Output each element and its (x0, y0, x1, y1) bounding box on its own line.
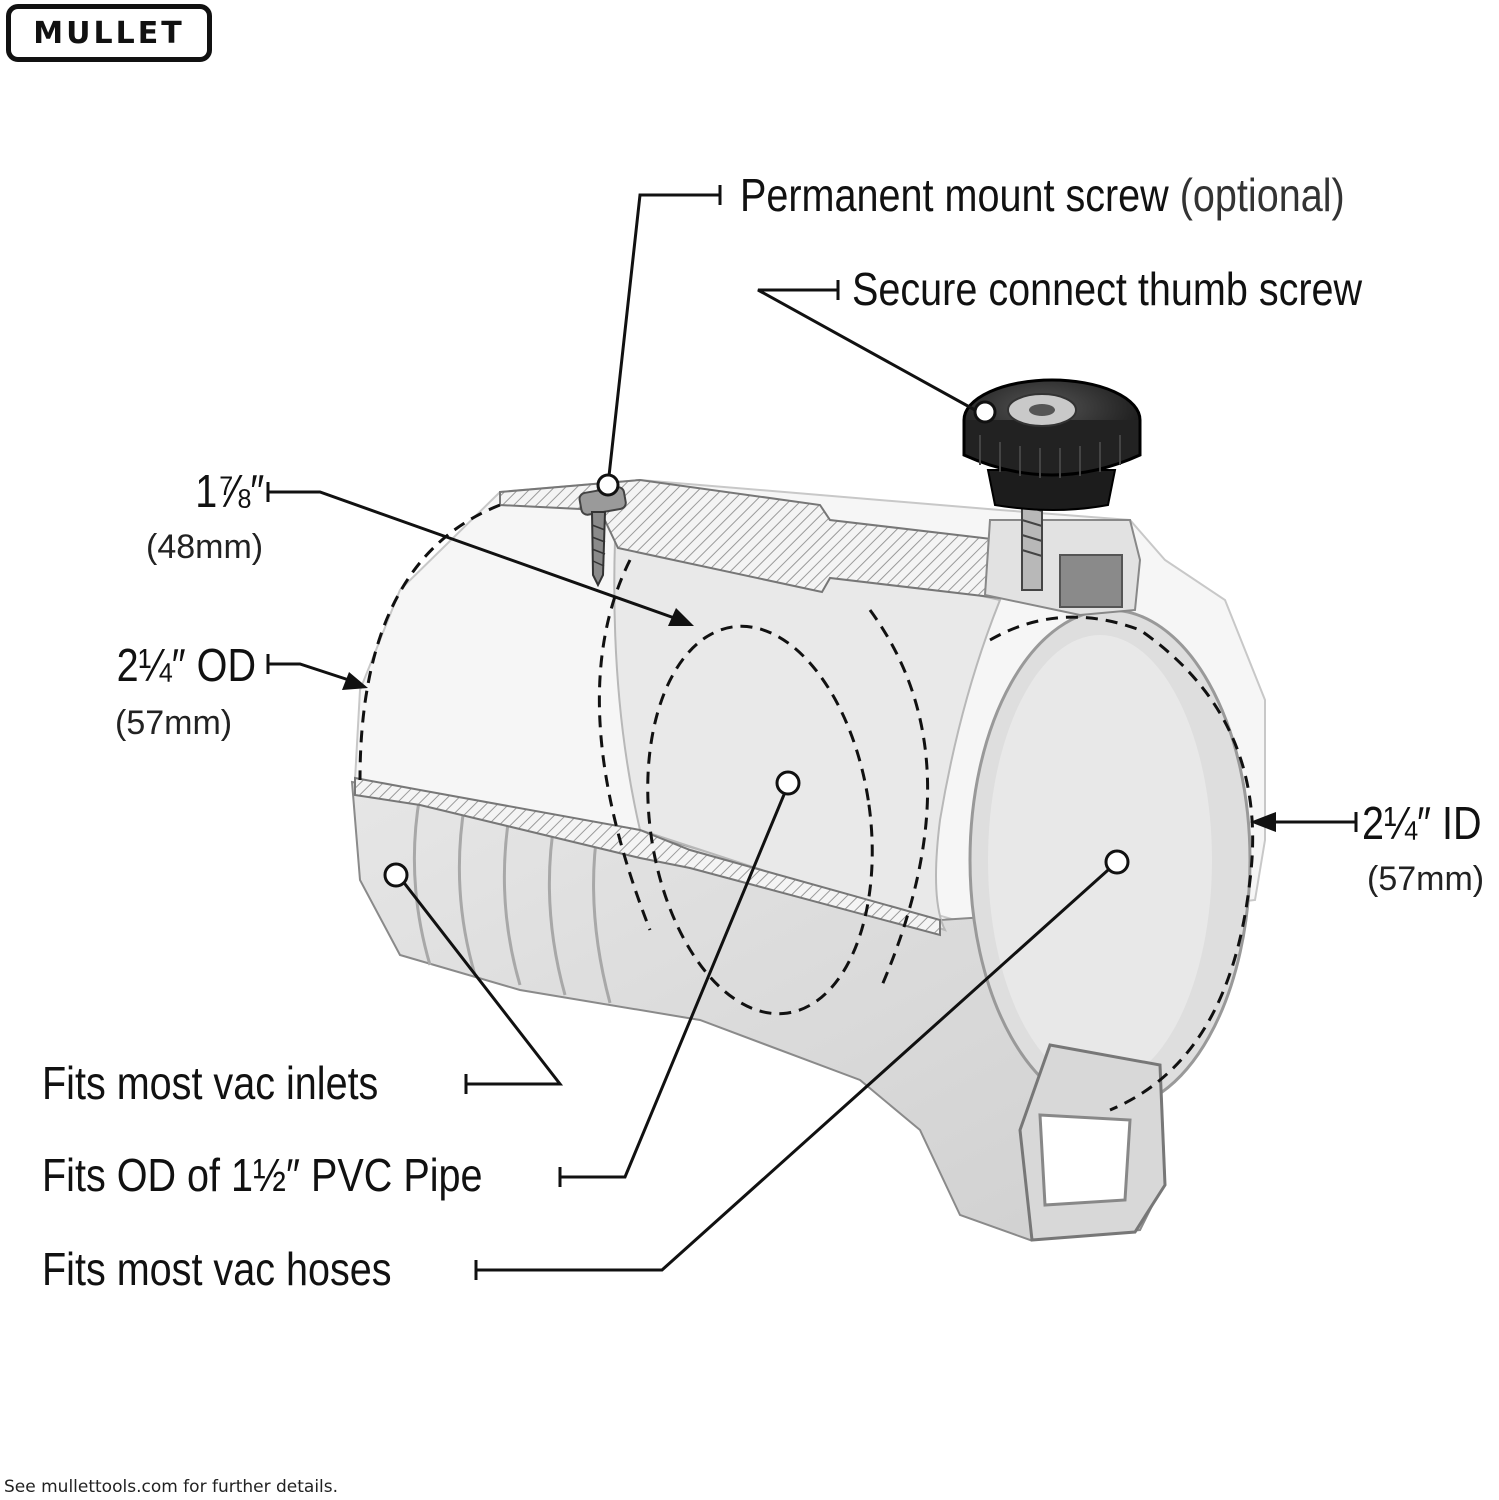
label-od: 2¼″ OD (116, 639, 256, 691)
arrowheads (342, 608, 1276, 832)
leader-od (268, 662, 356, 684)
label-od-mm: (57mm) (115, 704, 233, 742)
dot-vac-hoses (1104, 849, 1130, 875)
dot-thumb-screw (973, 400, 997, 424)
leader-vac-hoses (476, 860, 1119, 1272)
arrow-id (1250, 812, 1276, 832)
label-mount-screw: Permanent mount screw (optional) (740, 172, 1345, 218)
mount-screw-graphic (578, 486, 627, 588)
footer-note: See mullettools.com for further details. (4, 1477, 339, 1497)
od-dashed-arc (358, 503, 501, 781)
mount-screw-text: Permanent mount screw (740, 169, 1169, 221)
label-vac-inlets: Fits most vac inlets (42, 1057, 379, 1109)
mullet-logo: MULLET (6, 4, 212, 62)
cross-section-bottom (354, 776, 941, 937)
dot-pvc-pipe (775, 770, 801, 796)
label-thickness: 1⅞″ (194, 465, 264, 517)
leader-lines (266, 185, 1358, 1280)
leader-thickness (268, 490, 681, 622)
handle-window (1038, 1113, 1132, 1207)
mount-screw-optional: (optional) (1179, 169, 1345, 221)
label-thickness-mm: (48mm) (146, 528, 264, 566)
leader-pvc-pipe (560, 784, 790, 1179)
arrow-thickness (668, 608, 694, 626)
callout-dots (383, 400, 1130, 888)
label-id-mm: (57mm) (1367, 860, 1485, 898)
leader-mount-screw (606, 193, 720, 486)
dot-vac-inlets (383, 862, 409, 888)
inner-dashed-ring (646, 624, 874, 1016)
leader-thumb-screw (757, 288, 976, 412)
hidden-lines (358, 503, 1255, 1112)
label-thumb-screw: Secure connect thumb screw (852, 263, 1363, 315)
label-pvc-pipe: Fits OD of 1½″ PVC Pipe (42, 1149, 483, 1201)
leader-vac-inlets (396, 874, 564, 1086)
thumb-screw-graphic (962, 378, 1142, 591)
arrow-od (342, 672, 368, 690)
dot-mount-screw (596, 473, 620, 497)
label-vac-hoses: Fits most vac hoses (42, 1243, 392, 1295)
label-id: 2¼″ ID (1362, 797, 1482, 849)
